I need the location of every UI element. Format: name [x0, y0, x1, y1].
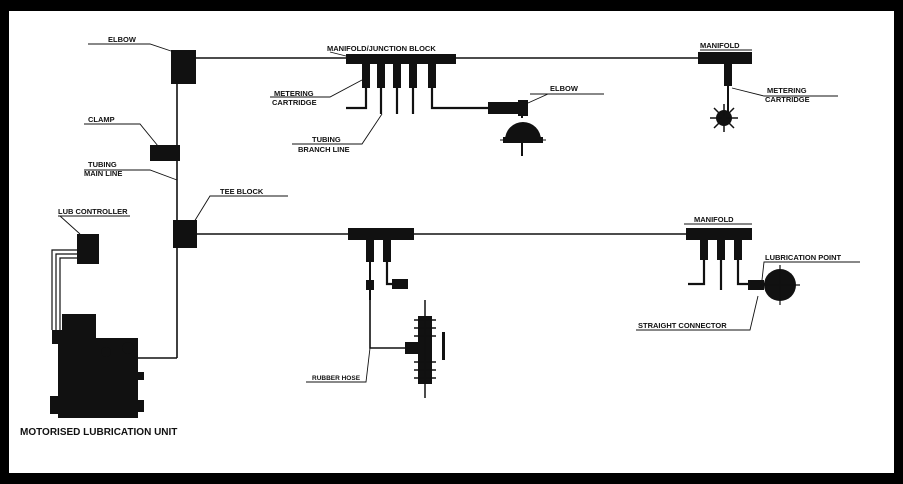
manifold-top-right: [698, 52, 752, 132]
label-motorised-lubrication-unit: MOTORISED LUBRICATION UNIT: [20, 427, 177, 438]
elbow-mid-assembly: [488, 100, 546, 156]
manifold-bottom-right: [686, 228, 800, 305]
label-manifold-bottom: MANIFOLD: [694, 215, 734, 224]
label-straight-connector: STRAIGHT CONNECTOR: [638, 321, 727, 330]
label-cartridge-2: CARTRIDGE: [765, 95, 810, 104]
elbow-fitting-top: [171, 50, 196, 84]
label-lubrication-point: LUBRICATION POINT: [765, 253, 842, 262]
label-elbow-mid: ELBOW: [550, 84, 579, 93]
rubber-hose-lube-point: [405, 300, 445, 398]
manifold-bottom-middle: [348, 228, 414, 349]
label-tubing-branch-1: TUBING: [312, 135, 341, 144]
label-metering-2: METERING: [767, 86, 807, 95]
label-tubing-branch-2: BRANCH LINE: [298, 145, 350, 154]
label-metering-1: METERING: [274, 89, 314, 98]
label-manifold-junction: MANIFOLD/JUNCTION BLOCK: [327, 44, 436, 53]
label-cartridge-1: CARTRIDGE: [272, 98, 317, 107]
label-lub-controller: LUB CONTROLLER: [58, 207, 128, 216]
lub-controller: [51, 234, 99, 330]
diagram-canvas: [9, 11, 894, 473]
label-tubing-main-2: MAIN LINE: [84, 169, 122, 178]
label-clamp: CLAMP: [88, 115, 115, 124]
leader-lines: [58, 43, 860, 383]
label-manifold-top-right: MANIFOLD: [700, 41, 740, 50]
clamp-fitting: [150, 145, 180, 161]
manifold-junction-block: [346, 54, 490, 114]
label-tee-block: TEE BLOCK: [220, 187, 264, 196]
label-tubing-main-1: TUBING: [88, 160, 117, 169]
motorised-lubrication-unit: [50, 314, 144, 418]
label-elbow-top: ELBOW: [108, 35, 137, 44]
label-rubber-hose: RUBBER HOSE: [312, 375, 361, 382]
tee-block-fitting: [173, 220, 197, 248]
